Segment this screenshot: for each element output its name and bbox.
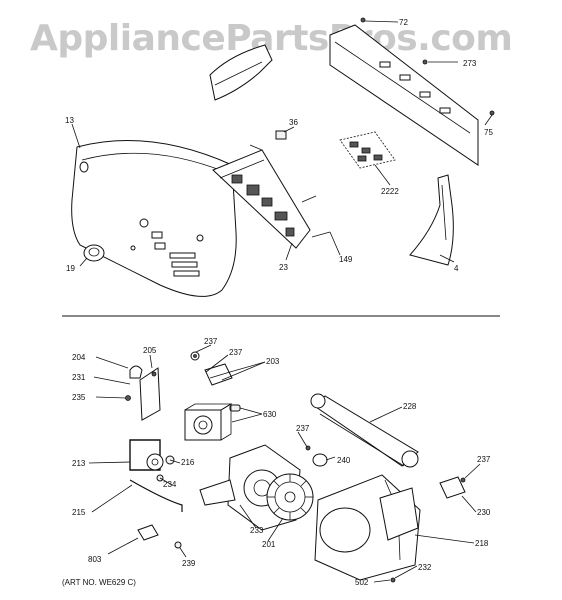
label-218: 218: [475, 539, 489, 548]
leader-lines: [71, 20, 493, 583]
end-cap-4: [409, 174, 454, 266]
label-273: 273: [463, 59, 477, 68]
label-2222: 2222: [381, 187, 399, 196]
label-237-c: 237: [296, 424, 310, 433]
label-72: 72: [399, 18, 408, 27]
label-231: 231: [72, 373, 86, 382]
label-201: 201: [262, 540, 276, 549]
clamp-203: [204, 363, 233, 386]
label-239: 239: [182, 559, 196, 568]
label-204: 204: [72, 353, 86, 362]
label-237-a: 237: [204, 337, 218, 346]
belt-idler: [129, 439, 183, 512]
label-19: 19: [66, 264, 75, 273]
label-232: 232: [418, 563, 432, 572]
label-205: 205: [143, 346, 157, 355]
fuse-237: [190, 351, 200, 361]
thermostat-240: [305, 445, 328, 467]
label-215: 215: [72, 508, 86, 517]
thermal-fuse-230: [439, 476, 466, 499]
label-234: 234: [163, 480, 177, 489]
label-630: 630: [263, 410, 277, 419]
label-237-b: 237: [229, 348, 243, 357]
screw-502: [390, 577, 396, 583]
connector-630: [229, 404, 241, 412]
screw-273: [422, 59, 428, 65]
label-149: 149: [339, 255, 353, 264]
clip-36: [275, 130, 287, 140]
label-4: 4: [454, 264, 459, 273]
rear-panel-72: [329, 24, 479, 166]
label-36: 36: [289, 118, 298, 127]
bracket-204: [125, 365, 161, 421]
blower-wheel-201: [266, 473, 314, 521]
label-228: 228: [403, 402, 417, 411]
label-213: 213: [72, 459, 86, 468]
label-23: 23: [279, 263, 288, 272]
screw-239: [174, 541, 182, 549]
blower-housing-218: [314, 474, 421, 581]
label-803: 803: [88, 555, 102, 564]
label-233: 233: [250, 526, 264, 535]
label-237-d: 237: [477, 455, 491, 464]
label-13: 13: [65, 116, 74, 125]
label-230: 230: [477, 508, 491, 517]
knob-19: [83, 244, 105, 262]
label-502: 502: [355, 578, 369, 587]
timer-switch: [184, 403, 233, 441]
art-number-caption: (ART NO. WE629 C): [62, 578, 136, 587]
bracket-803: [137, 524, 159, 541]
label-240: 240: [337, 456, 351, 465]
wire-harness-2222: [339, 131, 396, 169]
control-board-23: [212, 144, 331, 249]
control-panel-13: [71, 140, 237, 297]
label-75: 75: [484, 128, 493, 137]
screw-72: [360, 17, 366, 23]
label-235: 235: [72, 393, 86, 402]
label-203: 203: [266, 357, 280, 366]
label-216: 216: [181, 458, 195, 467]
bracket-left: [209, 44, 273, 101]
watermark: AppliancePartsPros.com: [30, 18, 512, 59]
screw-75: [489, 110, 495, 116]
heater-duct-228: [310, 393, 419, 468]
